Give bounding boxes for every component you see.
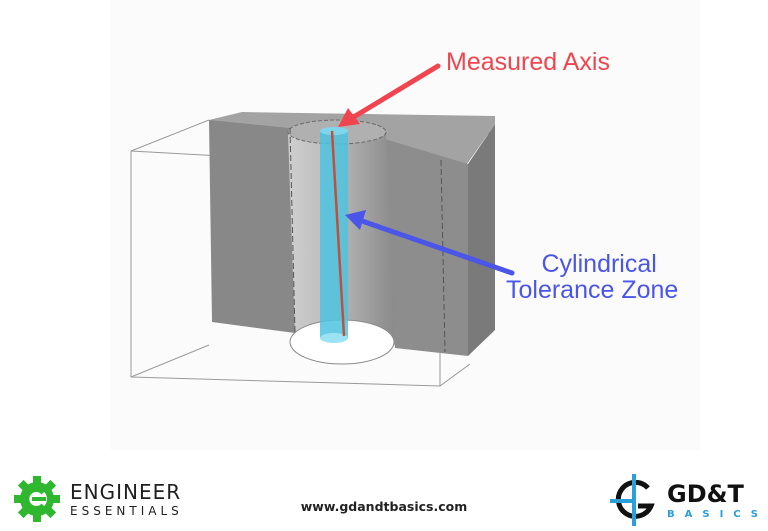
crosshair-g-icon xyxy=(610,474,655,526)
measured-axis-line xyxy=(330,130,346,337)
block-solid xyxy=(209,112,495,365)
engineer-text: ENGINEER xyxy=(70,480,182,504)
gear-icon xyxy=(14,476,60,522)
blue-arrow xyxy=(345,210,515,276)
measured-axis-label: Measured Axis xyxy=(446,48,610,76)
essentials-text: ESSENTIALS xyxy=(70,504,183,518)
basics-text: BASICS xyxy=(667,509,768,520)
tolerance-zone-label-line2: Tolerance Zone xyxy=(506,276,679,305)
red-arrow xyxy=(338,63,441,127)
website-url: www.gdandtbasics.com xyxy=(300,499,468,514)
tolerance-zone-label: Cylindrical Tolerance Zone xyxy=(506,250,678,304)
tolerance-zone-label-line1: Cylindrical xyxy=(541,250,657,278)
engineer-essentials-text: ENGINEER ESSENTIALS xyxy=(70,482,183,517)
gdt-text: GD&T xyxy=(667,480,744,508)
gdt-basics-text: GD&T BASICS xyxy=(667,482,768,520)
cad-diagram xyxy=(130,63,515,387)
